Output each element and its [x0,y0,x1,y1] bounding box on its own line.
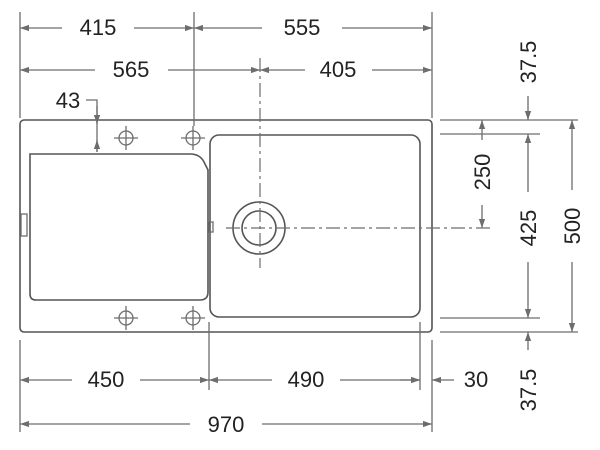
tap-hole-top-right-icon [181,126,205,150]
horizontal-dimensions: 415 555 565 405 450 490 30 970 43 [20,15,488,437]
dim-overall-width: 970 [208,412,245,437]
dim-bottom-right: 30 [464,367,488,392]
dim-right-top-margin: 37.5 [516,41,541,84]
dim-top-left: 415 [80,15,117,40]
dim-bowl-height: 425 [516,210,541,247]
tap-hole-top-left-icon [114,126,138,150]
sink-outline [19,119,433,333]
dim-second-left: 565 [113,57,150,82]
vertical-dimensions: 250 37.5 425 37.5 500 [470,41,585,412]
dim-overall-height: 500 [560,208,585,245]
sink-bowl [209,134,421,318]
dim-right-bottom-margin: 37.5 [516,369,541,412]
drainboard-area [29,153,209,301]
dim-bottom-left: 450 [88,367,125,392]
sink-outer-edge [19,119,433,333]
dim-drain-height: 250 [470,154,495,191]
tap-holes [114,126,205,330]
center-lines [226,58,494,268]
overflow-bowl-icon [208,221,214,233]
dim-hole-offset: 43 [56,88,80,113]
tap-hole-bottom-left-icon [114,306,138,330]
dim-second-right: 405 [320,57,357,82]
dim-top-right: 555 [284,15,321,40]
overflow-left-icon [20,213,28,237]
tap-hole-bottom-right-icon [181,306,205,330]
dim-bottom-mid: 490 [288,367,325,392]
